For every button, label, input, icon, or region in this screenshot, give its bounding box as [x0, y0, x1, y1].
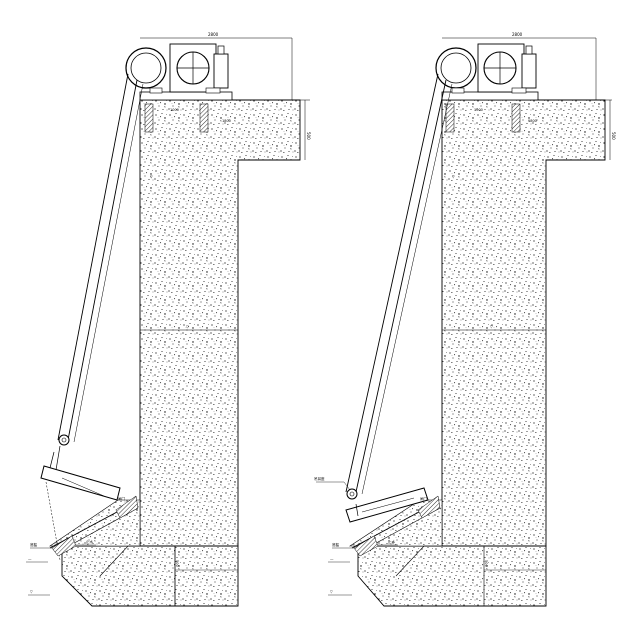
right-winch-drum	[435, 47, 477, 89]
left-winch-drum	[125, 47, 167, 89]
left-base-slab	[61, 545, 239, 607]
right-anchor-bolt-1	[445, 103, 455, 133]
right-lifting-eye	[346, 488, 358, 500]
left-top-dimension: 2800	[208, 32, 219, 37]
left-sill-slope	[49, 504, 131, 549]
left-label-c: 闸门	[118, 496, 125, 501]
left-label-a: 底槛	[30, 542, 37, 547]
left-label-d: —	[28, 557, 32, 561]
right-cap-dimension: 1000	[474, 108, 483, 112]
left-elev-top: ▽	[150, 175, 153, 179]
left-motor	[213, 53, 229, 89]
right-seal-upper	[417, 495, 441, 519]
left-label-b: 止水	[86, 539, 93, 544]
right-top-dimension: 2800	[512, 32, 523, 37]
left-hoist-rope	[57, 73, 129, 441]
right-pier-concrete	[441, 99, 606, 547]
right-pit-recess	[395, 545, 485, 606]
right-height-dimension: 500	[611, 132, 616, 140]
right-base-slab	[357, 545, 547, 607]
right-elev-mid: ▽	[490, 325, 493, 329]
right-sill-slope	[351, 504, 433, 549]
right-deck-dimension: 1800	[528, 119, 537, 123]
right-anchor-bolt-2	[511, 103, 521, 133]
left-gate-leaf	[40, 465, 121, 501]
right-hoist-rope	[345, 73, 439, 493]
left-lifting-eye	[58, 434, 70, 446]
right-elev-top: ▽	[452, 175, 455, 179]
left-pit-dimension: 500	[175, 560, 179, 567]
right-motor	[521, 53, 537, 89]
left-seal-lower	[51, 535, 77, 557]
left-elev-base: ▽	[30, 590, 33, 594]
left-pier-concrete	[139, 99, 301, 547]
right-elevation-drawing: 2800 500 1000 1800 ▽ ▽ 吊耳座 底槛 — ▽ 止水 闸门 …	[314, 32, 616, 607]
right-label-c: 闸门	[420, 496, 428, 501]
right-pit-dimension: 500	[484, 560, 488, 567]
right-seal-lower	[353, 535, 379, 557]
left-height-dimension: 500	[306, 132, 311, 140]
left-anchor-bolt-1	[144, 103, 154, 133]
right-label-d: —	[330, 557, 334, 561]
left-anchor-bolt-2	[199, 103, 209, 133]
left-seal-upper	[115, 495, 139, 519]
right-label-b: 止水	[388, 539, 396, 544]
right-gate-leaf	[345, 487, 429, 523]
left-elevation-drawing: 2800 500 1000 1800 ▽ ▽ 底槛 — ▽ 止水 闸门	[26, 32, 311, 607]
right-label-a: 底槛	[332, 542, 340, 547]
right-elev-base: ▽	[330, 590, 333, 594]
left-cap-dimension: 1000	[170, 108, 179, 112]
left-elev-mid: ▽	[186, 325, 189, 329]
right-callout-label: 吊耳座	[314, 476, 325, 481]
left-deck-dimension: 1800	[222, 119, 231, 123]
